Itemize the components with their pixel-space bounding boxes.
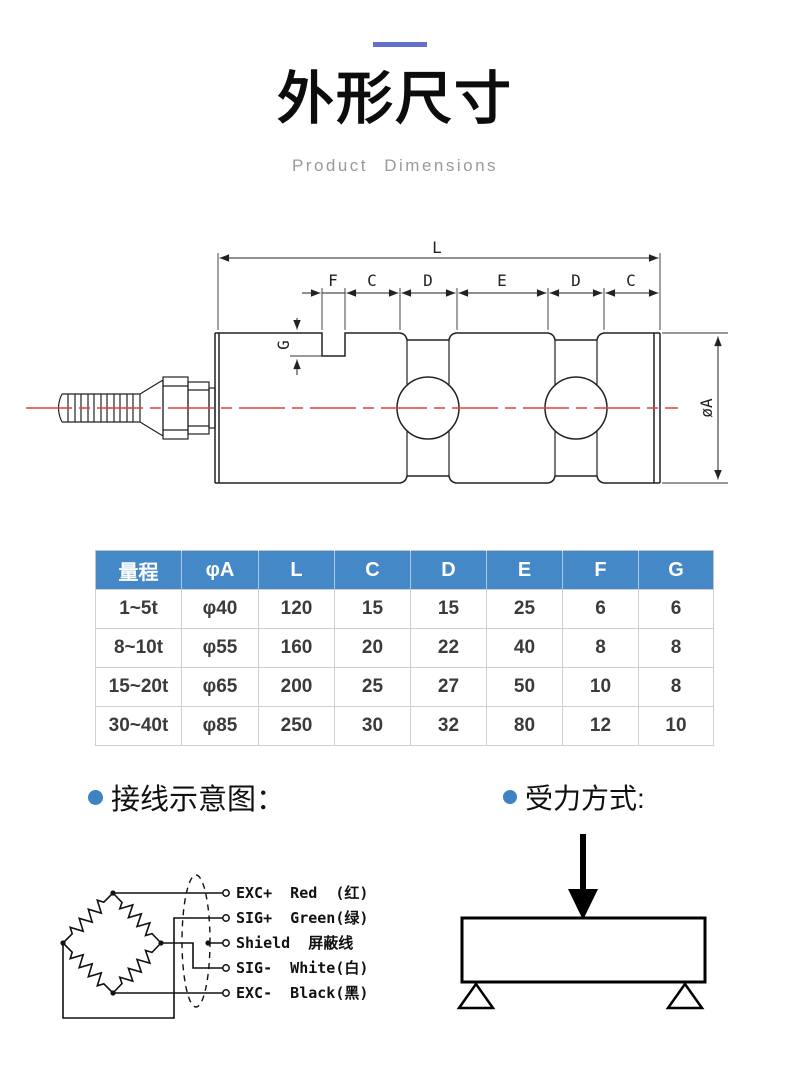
table-cell: 120 (258, 589, 335, 629)
dim-label-E: E (497, 271, 507, 290)
wire-label-shield: Shield 屏蔽线 (236, 934, 354, 952)
table-cell: 30 (334, 706, 411, 746)
support-triangle-left (456, 981, 496, 1010)
table-header-row: 量程 φA L C D E F G (95, 550, 714, 590)
table-cell: 1~5t (95, 589, 182, 629)
table-cell: φ85 (181, 706, 259, 746)
table-cell: φ40 (181, 589, 259, 629)
wire-label-exc-minus: EXC- Black(黑) (236, 984, 369, 1002)
table-cell: 8 (638, 628, 714, 668)
beam-rect (460, 916, 707, 984)
table-cell: 6 (638, 589, 714, 629)
table-row: 15~20t φ65 200 25 27 50 10 8 (95, 667, 714, 707)
table-cell: 30~40t (95, 706, 182, 746)
dimension-spec-table: 量程 φA L C D E F G 1~5t φ40 120 15 15 25 … (95, 550, 714, 746)
junction-dots (60, 890, 211, 996)
header-cell: 量程 (95, 550, 182, 590)
table-cell: 80 (486, 706, 563, 746)
support-triangle-right (665, 981, 705, 1010)
wiring-section-heading: 接线示意图： (88, 779, 286, 816)
table-cell: 27 (410, 667, 487, 707)
table-cell: 160 (258, 628, 335, 668)
dim-label-L: L (432, 238, 442, 257)
header-cell: G (638, 550, 714, 590)
header-cell: L (258, 550, 335, 590)
force-arrow-shaft (580, 834, 586, 891)
table-cell: 25 (334, 667, 411, 707)
header-cell: E (486, 550, 563, 590)
wire-label-sig-plus: SIG+ Green(绿) (236, 909, 369, 927)
table-cell: 15~20t (95, 667, 182, 707)
bullet-icon (88, 789, 103, 805)
table-cell: 50 (486, 667, 563, 707)
force-arrow-head (568, 889, 598, 920)
table-cell: 25 (486, 589, 563, 629)
table-cell: 200 (258, 667, 335, 707)
dim-label-D1: D (423, 271, 433, 290)
table-cell: φ65 (181, 667, 259, 707)
table-cell: 250 (258, 706, 335, 746)
wire-terminals (222, 889, 230, 997)
table-cell: 6 (562, 589, 639, 629)
extension-lines (217, 253, 728, 484)
wheatstone-bridge (62, 892, 226, 1019)
table-cell: 32 (410, 706, 487, 746)
dim-label-C2: C (626, 271, 636, 290)
wire-label-sig-minus: SIG- White(白) (236, 959, 369, 977)
table-cell: 8~10t (95, 628, 182, 668)
wiring-heading-text: 接线示意图： (111, 784, 286, 816)
table-cell: 15 (334, 589, 411, 629)
table-cell: 15 (410, 589, 487, 629)
bullet-icon (503, 790, 517, 804)
header-cell: D (410, 550, 487, 590)
dim-label-G: G (274, 340, 293, 350)
header-cell: φA (181, 550, 259, 590)
force-direction-diagram (456, 834, 707, 1010)
table-cell: 10 (638, 706, 714, 746)
dim-label-C1: C (367, 271, 377, 290)
table-cell: 40 (486, 628, 563, 668)
force-heading-text: 受力方式: (525, 783, 645, 814)
header-cell: F (562, 550, 639, 590)
table-cell: 20 (334, 628, 411, 668)
wire-label-exc-plus: EXC+ Red (红) (236, 884, 369, 902)
cable-shield-ellipse (181, 874, 211, 1008)
header-cell: C (334, 550, 411, 590)
page-subtitle: Product Dimensions (291, 156, 499, 175)
force-section-heading: 受力方式: (503, 780, 645, 814)
table-row: 8~10t φ55 160 20 22 40 8 8 (95, 628, 714, 668)
dim-label-phiA: øA (697, 398, 716, 418)
wiring-diagram (60, 874, 230, 1019)
dim-label-D2: D (571, 271, 581, 290)
table-cell: 22 (410, 628, 487, 668)
accent-bar (373, 42, 427, 47)
dimension-lines (219, 254, 722, 480)
dim-label-F: F (328, 271, 338, 290)
table-cell: 8 (638, 667, 714, 707)
table-cell: 8 (562, 628, 639, 668)
table-row: 30~40t φ85 250 30 32 80 12 10 (95, 706, 714, 746)
load-cell-dimension-drawing: L F C D E D C G øA (26, 238, 728, 484)
table-row: 1~5t φ40 120 15 15 25 6 6 (95, 589, 714, 629)
page-title: 外形尺寸 (277, 67, 513, 131)
table-cell: 12 (562, 706, 639, 746)
table-cell: 10 (562, 667, 639, 707)
table-cell: φ55 (181, 628, 259, 668)
